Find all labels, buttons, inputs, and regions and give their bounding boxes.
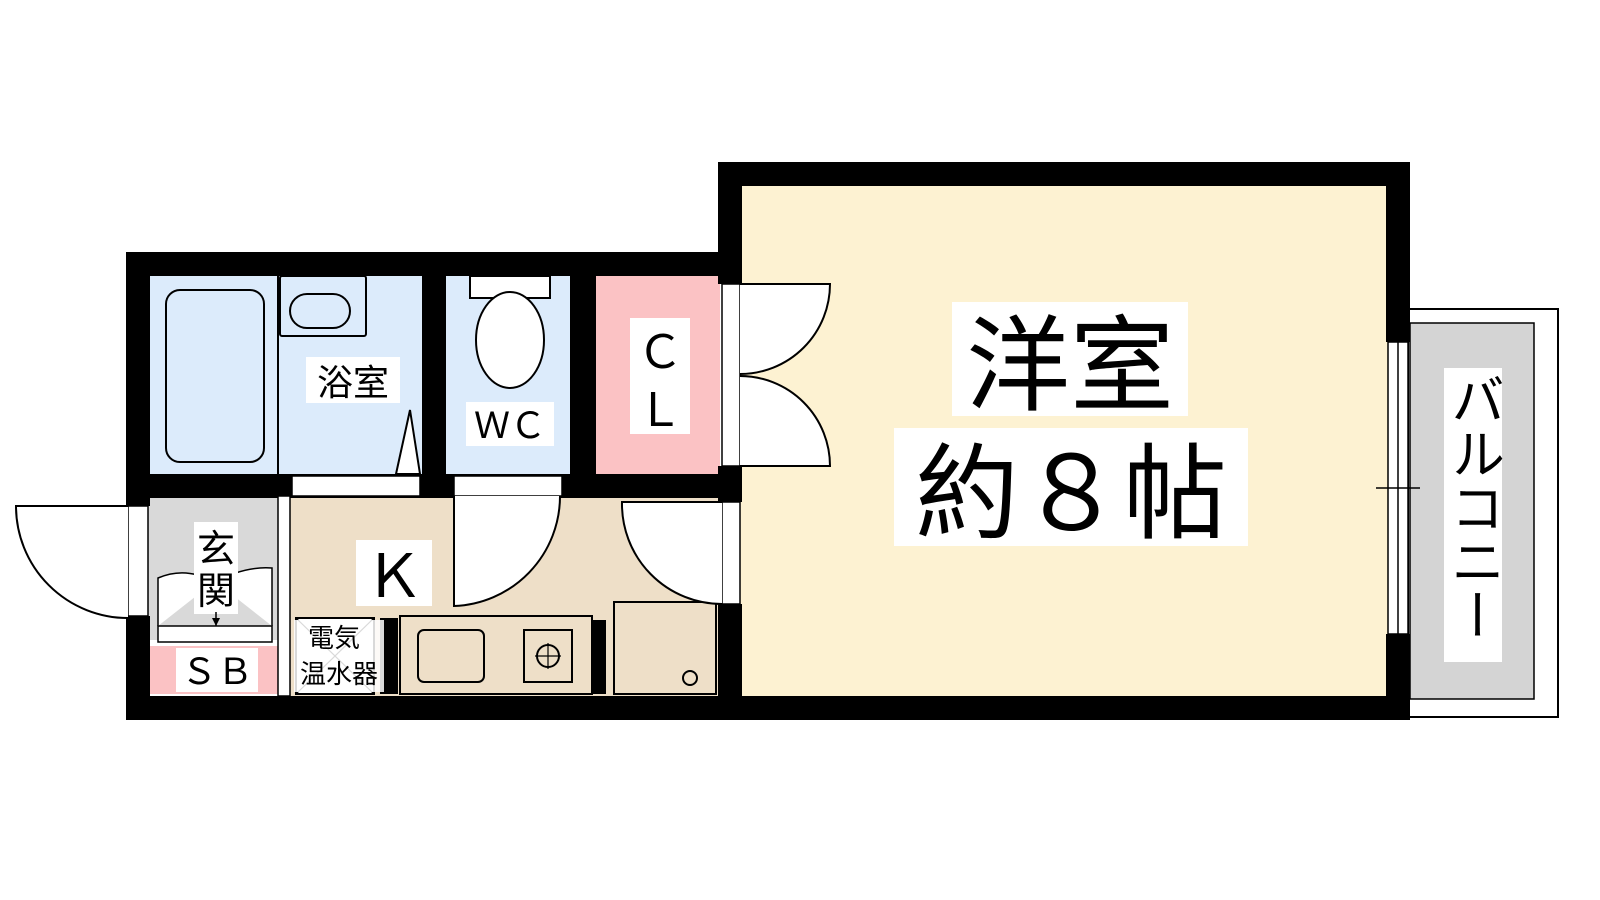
- balcony-label-bg: [1444, 368, 1502, 662]
- western-room-label-bg-1: [952, 302, 1188, 416]
- water-heater-label-bg: [294, 620, 384, 692]
- western-door-frame: [721, 501, 741, 605]
- toilet-bowl: [475, 291, 545, 389]
- wall-bottom: [126, 696, 1410, 720]
- entrance-label-2: 関: [197, 569, 235, 613]
- wall-western-left-bottom: [718, 604, 742, 720]
- bath-door-opening: [291, 475, 421, 497]
- walls: [126, 162, 1410, 720]
- wall-bath-wc: [422, 252, 446, 498]
- closet-label-c: Ｃ: [637, 325, 683, 379]
- wall-top-right: [718, 162, 1410, 186]
- entrance-arrow-head: [212, 618, 220, 626]
- entrance-step: [157, 625, 273, 643]
- bath-sink-basin: [289, 293, 351, 329]
- kitchen-label: Ｋ: [364, 542, 424, 612]
- balcony: バルコニー: [1407, 308, 1559, 718]
- bath-label-bg: [306, 357, 400, 403]
- wall-left-upper: [126, 252, 150, 506]
- bathtub: [165, 289, 265, 463]
- closet-label-l: Ｌ: [637, 383, 683, 437]
- stove-box: [523, 629, 573, 683]
- water-heater-label-1: 電気: [308, 624, 360, 654]
- western-room-label-1: 洋室: [966, 305, 1174, 427]
- wall-wc-closet: [570, 252, 596, 498]
- entrance-inner-wall: [277, 495, 291, 697]
- shoe-box-label-bg: [176, 648, 258, 692]
- sink-basin: [417, 629, 485, 683]
- wc-door-opening: [453, 475, 563, 497]
- sink-left-block: [380, 618, 398, 694]
- front-door-swing: [14, 505, 129, 619]
- wc-door-swing: [453, 495, 561, 608]
- wall-horizontal-mid: [126, 474, 740, 498]
- counter-end-block: [592, 620, 606, 694]
- wall-western-left-top: [718, 162, 742, 284]
- closet-door-swing-lower: [739, 375, 832, 467]
- balcony-label: バルコニー: [1442, 372, 1505, 642]
- wc-label-bg: [466, 402, 554, 446]
- bath-label: 浴室: [317, 363, 389, 404]
- western-room-label-2: 約８帖: [915, 433, 1227, 555]
- kitchen-label-bg: [356, 540, 432, 606]
- water-heater-label-2: 温水器: [300, 660, 378, 690]
- western-room-label-bg-2: [894, 428, 1248, 546]
- front-door-frame: [127, 505, 149, 617]
- fridge-drain-icon: [682, 670, 698, 686]
- entrance-label-1: 玄: [197, 527, 235, 571]
- entrance-label-bg: [194, 522, 238, 614]
- wall-right-upper: [1386, 162, 1410, 342]
- closet-door-swing-upper: [739, 283, 832, 375]
- wall-left-lower: [126, 616, 150, 720]
- wc-label: ＷＣ: [474, 406, 546, 447]
- closet-door-frame: [721, 283, 741, 467]
- western-door-swing: [620, 501, 723, 605]
- closet-label-bg: [630, 318, 690, 434]
- shoe-box-label: ＳＢ: [181, 652, 253, 693]
- water-heater: 電気 温水器: [294, 617, 384, 695]
- fridge-space: [613, 601, 717, 695]
